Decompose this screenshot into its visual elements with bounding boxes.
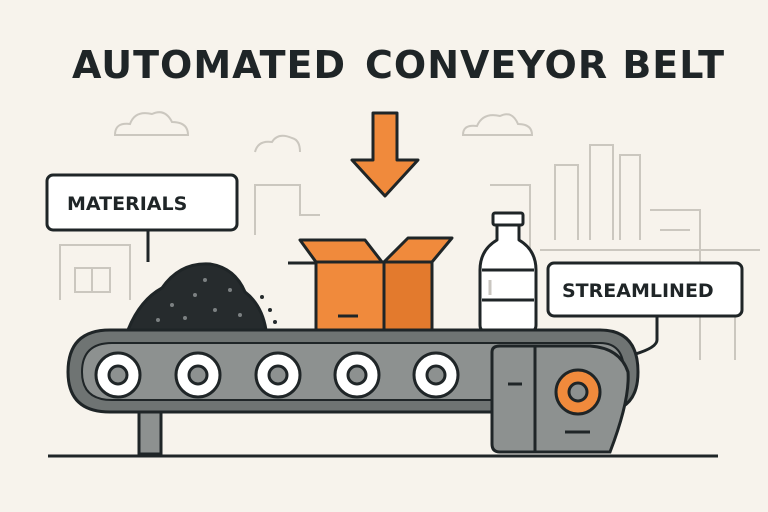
streamlined-label: STREAMLINED <box>562 280 714 302</box>
title-left: AUTOMATED <box>72 43 346 87</box>
roller <box>174 351 222 399</box>
background-skyline <box>59 111 760 360</box>
streamlined-callout: STREAMLINED <box>546 261 744 357</box>
material-pile-icon <box>125 262 277 332</box>
roller <box>412 351 460 399</box>
title-right: CONVEYOR BELT <box>365 43 725 87</box>
cloud-icon <box>113 111 190 136</box>
roller <box>254 351 302 399</box>
cloud-icon <box>461 113 534 136</box>
motor-housing <box>490 344 630 454</box>
roller <box>333 351 381 399</box>
left-building <box>59 244 131 300</box>
gear-roller-icon <box>554 368 602 416</box>
roller <box>94 351 142 399</box>
mid-building <box>254 184 320 235</box>
cardboard-box-icon <box>288 236 454 334</box>
materials-label: MATERIALS <box>67 193 187 215</box>
down-arrow-icon <box>350 111 420 198</box>
bottle-icon <box>478 211 538 334</box>
materials-callout: MATERIALS <box>45 173 239 262</box>
